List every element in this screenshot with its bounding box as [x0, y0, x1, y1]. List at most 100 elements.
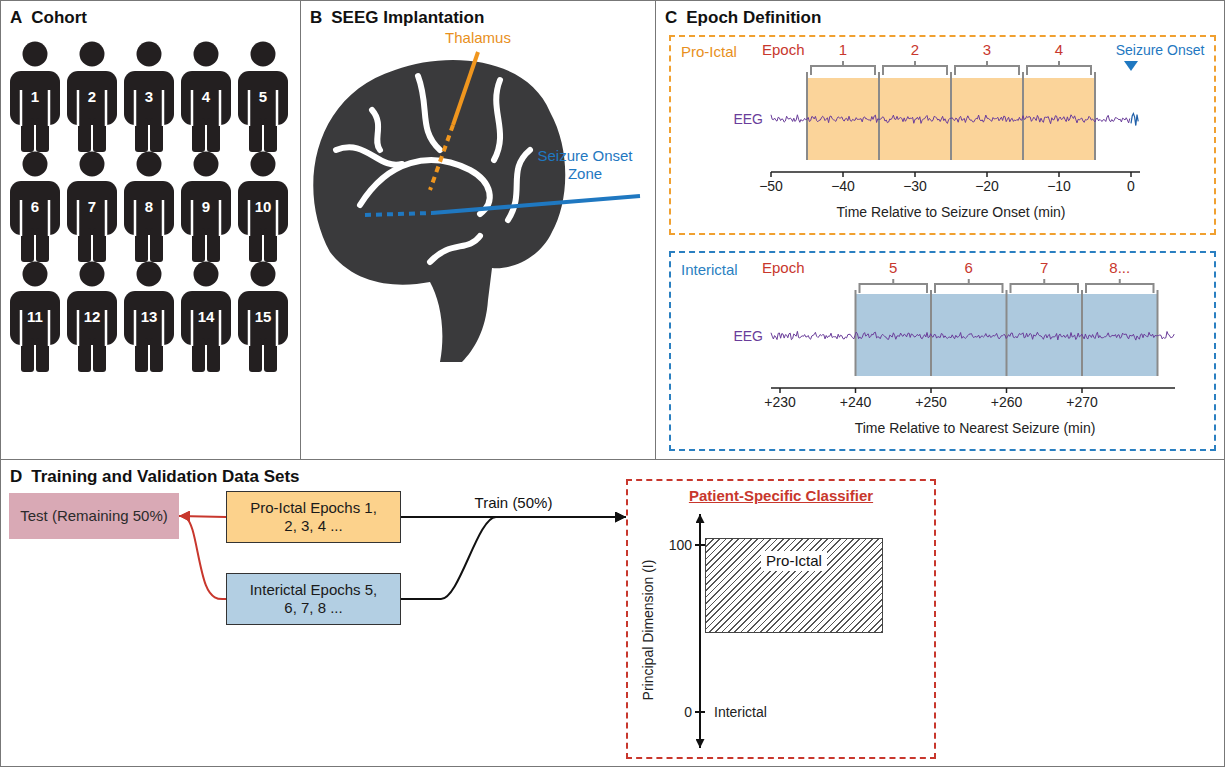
axis-label: 0: [684, 704, 692, 721]
axis-label: +250: [915, 394, 947, 411]
callout-number: 2: [88, 88, 96, 106]
person-leg: [36, 228, 49, 262]
person-head: [137, 152, 162, 177]
epoch-bracket: [1027, 61, 1091, 75]
arm-gap: [248, 310, 251, 346]
sulcus: [360, 160, 490, 214]
person-leg: [207, 228, 220, 262]
test-set-box: Test (Remaining 50%): [9, 493, 179, 539]
arm-gap: [48, 90, 51, 126]
person-icon: [124, 262, 174, 373]
timeline: [771, 279, 1175, 393]
person-head: [194, 152, 219, 177]
classifier-title: Patient-Specific Classifier: [689, 487, 873, 505]
epoch-label: Epoch: [762, 41, 805, 59]
edge-label: Train (50%): [472, 494, 556, 512]
region-label: Pro-Ictal: [761, 551, 827, 571]
brain-sulci: [336, 76, 530, 262]
person-leg: [135, 118, 148, 152]
person-body: [238, 291, 288, 345]
sulcus: [430, 236, 480, 262]
thalamus-electrode: [430, 52, 478, 190]
callout-number: 13: [141, 308, 158, 326]
person-body: [238, 181, 288, 235]
sulcus: [508, 150, 530, 220]
panel-heading: A: [10, 8, 22, 28]
panel-heading: D: [10, 467, 22, 487]
frame-heading: Pro-Ictal: [681, 43, 737, 227]
person-body: [181, 71, 231, 125]
panel: DTraining and Validation Data SetsTest (…: [0, 459, 1225, 767]
person-leg: [207, 338, 220, 372]
callout-number: 8: [145, 198, 153, 216]
panel: A Cohort: [0, 0, 301, 460]
panel-heading: Cohort: [31, 8, 87, 28]
eeg-trace: [771, 115, 1130, 124]
person-leg: [93, 228, 106, 262]
box-label: Pro-Ictal Epochs 1, 2, 3, 4 ...: [249, 499, 379, 535]
axis-label: Time Relative to Seizure Onset (min): [837, 204, 1066, 221]
signal-label: EEG: [733, 111, 763, 128]
cohort-figures: [10, 42, 288, 373]
arm-gap: [77, 90, 80, 126]
electrode-line: [453, 52, 478, 125]
person-head: [23, 42, 48, 67]
axis-label: −40: [831, 178, 855, 195]
person-icon: [67, 42, 117, 153]
axis-label: Time Relative to Nearest Seizure (min): [855, 420, 1096, 437]
arm-gap: [105, 310, 108, 346]
box-label: Test (Remaining 50%): [20, 507, 168, 525]
panel-heading: B: [310, 8, 322, 28]
arm-gap: [105, 90, 108, 126]
callout-number: 6: [31, 198, 39, 216]
person-head: [251, 262, 276, 287]
axis-tick: [695, 711, 705, 713]
epoch-label: 7: [1040, 259, 1048, 277]
arm-gap: [77, 310, 80, 346]
person-leg: [93, 338, 106, 372]
person-body: [181, 291, 231, 345]
person-icon: [181, 262, 231, 373]
person-body: [238, 71, 288, 125]
axis-tick: [914, 172, 916, 177]
person-icon: [10, 152, 60, 263]
person-body: [124, 291, 174, 345]
epoch-bracket: [1011, 279, 1079, 293]
person-head: [137, 262, 162, 287]
person-head: [251, 42, 276, 67]
axis-title: Principal Dimension (I): [640, 560, 657, 701]
epoch-separator: [1006, 290, 1008, 376]
arm-gap: [276, 90, 279, 126]
person-head: [251, 152, 276, 177]
person-icon: [238, 152, 288, 263]
epoch-bracket: [955, 61, 1019, 75]
person-body: [67, 291, 117, 345]
person-icon: [10, 42, 60, 153]
person-leg: [207, 118, 220, 152]
seizure-onset-marker: [1124, 61, 1138, 71]
axis-label: −50: [759, 178, 783, 195]
epoch-bracket: [883, 61, 947, 75]
arm-gap: [191, 310, 194, 346]
person-body: [124, 71, 174, 125]
axis-label: +270: [1066, 394, 1098, 411]
epoch-label: 5: [889, 259, 897, 277]
panel-heading: C: [665, 8, 677, 28]
person-icon: [10, 262, 60, 373]
axis-tick: [1130, 172, 1132, 177]
person-body: [10, 71, 60, 125]
person-icon: [238, 262, 288, 373]
epoch-label: 3: [983, 41, 991, 59]
person-icon: [67, 262, 117, 373]
arm-gap: [105, 200, 108, 236]
arm-gap: [276, 200, 279, 236]
person-leg: [150, 338, 163, 372]
person-icon: [181, 152, 231, 263]
axis-tick: [842, 172, 844, 177]
person-leg: [36, 338, 49, 372]
panel: BSEEG Implantation: [300, 0, 656, 460]
arm-gap: [162, 200, 165, 236]
person-leg: [249, 228, 262, 262]
person-head: [137, 42, 162, 67]
epoch-bracket: [811, 61, 875, 75]
